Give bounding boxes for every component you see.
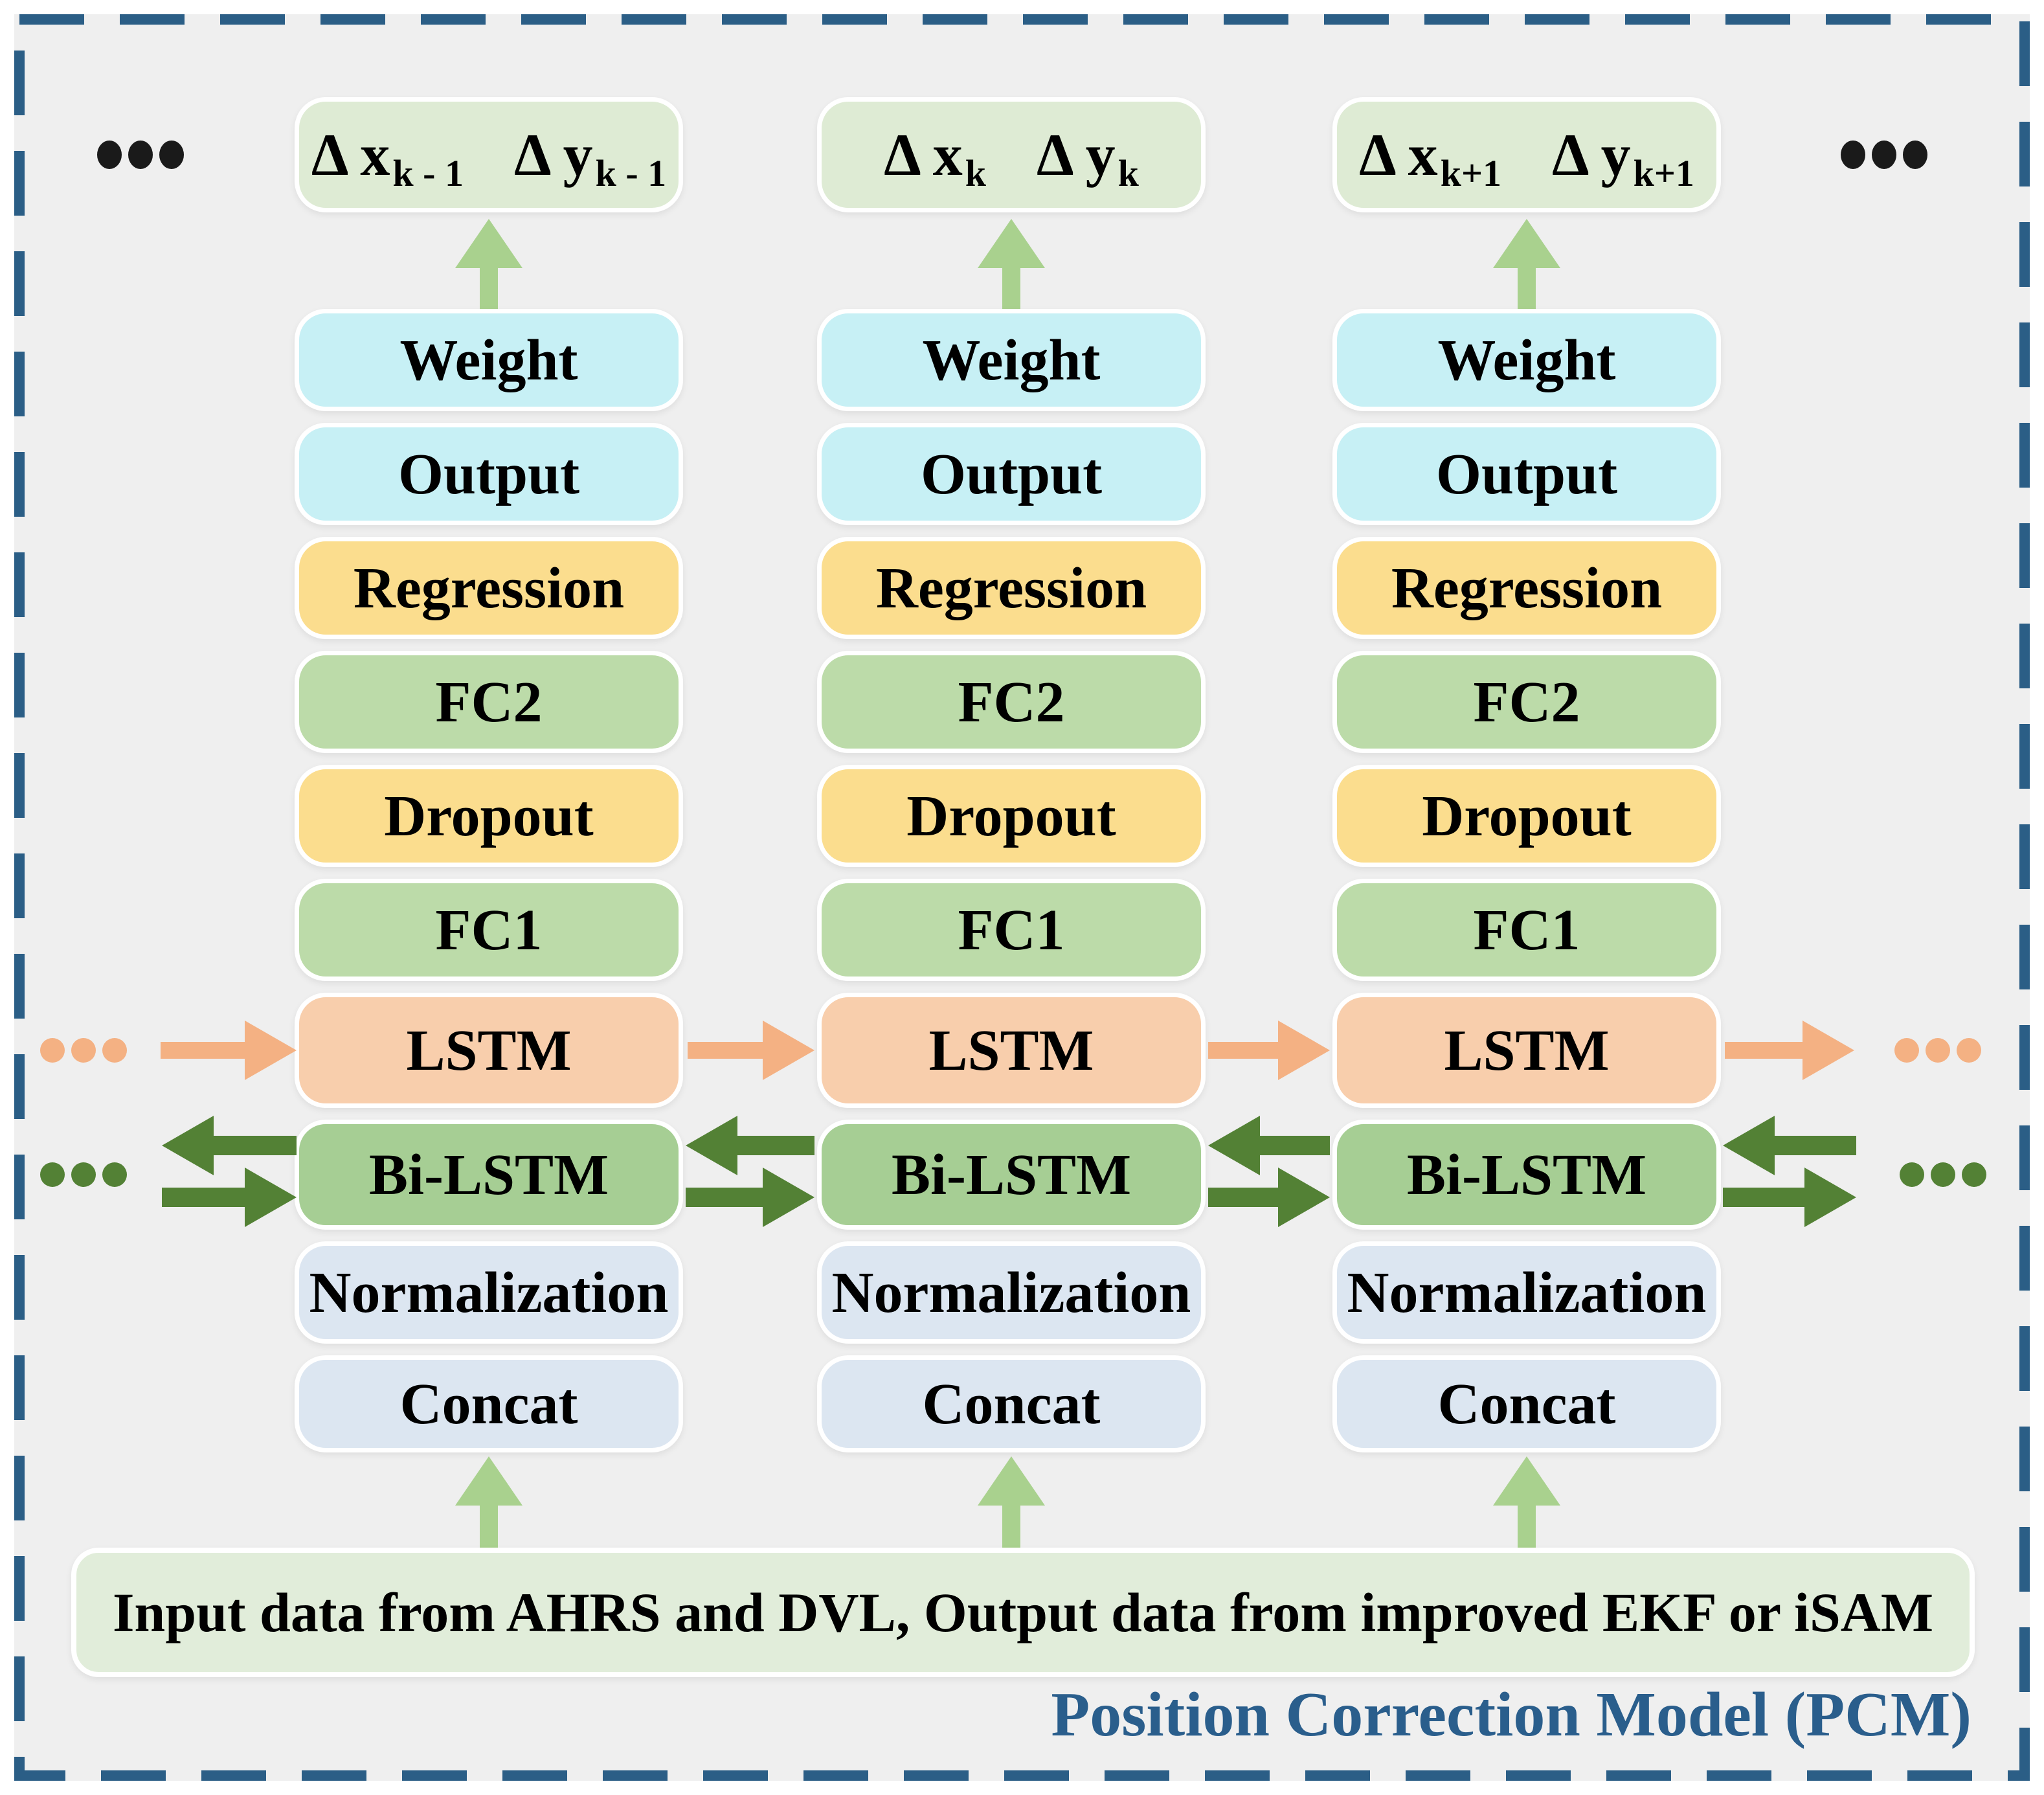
- delta-y-label: Δ y: [1037, 122, 1116, 188]
- delta-y-label: Δ y: [1552, 122, 1631, 188]
- layer-fc1-col3: FC1: [1332, 879, 1721, 981]
- layer-regression-col3: Regression: [1332, 537, 1721, 639]
- backward-arrow-bilstm-gap2: [1208, 1114, 1330, 1177]
- layer-weight-col2: Weight: [817, 309, 1206, 411]
- input-data-label: Input data from AHRS and DVL, Output dat…: [112, 1581, 1934, 1643]
- layer-regression-col2: Regression: [817, 537, 1206, 639]
- forward-arrow-bilstm-gap2: [1208, 1166, 1330, 1228]
- forward-arrow-bilstm-left: [162, 1166, 297, 1228]
- up-arrow-bottom-col3: [1493, 1456, 1560, 1550]
- ellipsis-lstm-right-icon: [1894, 1038, 1981, 1063]
- layer-fc2-col2: FC2: [817, 651, 1206, 753]
- forward-arrow-bilstm-gap1: [686, 1166, 814, 1228]
- layer-normalization-col3: Normalization: [1332, 1241, 1721, 1344]
- layer-lstm-col2: LSTM: [817, 993, 1206, 1108]
- layer-lstm-col3: LSTM: [1332, 993, 1721, 1108]
- ellipsis-top-right-icon: [1841, 141, 1927, 169]
- backward-arrow-bilstm-right: [1723, 1114, 1856, 1177]
- up-arrow-bottom-col1: [455, 1456, 522, 1550]
- layer-fc2-col1: FC2: [295, 651, 683, 753]
- layer-weight-col1: Weight: [295, 309, 683, 411]
- layer-output-col1: Output: [295, 423, 683, 525]
- layer-concat-col2: Concat: [817, 1355, 1206, 1452]
- layer-output-col2: Output: [817, 423, 1206, 525]
- layer-lstm-col1: LSTM: [295, 993, 683, 1108]
- ellipsis-bilstm-left-icon: [40, 1162, 127, 1187]
- backward-arrow-bilstm-gap1: [686, 1114, 814, 1177]
- layer-dropout-col2: Dropout: [817, 765, 1206, 867]
- delta-x-label: Δ x: [884, 122, 963, 188]
- up-arrow-bottom-col2: [978, 1456, 1045, 1550]
- layer-concat-col1: Concat: [295, 1355, 683, 1452]
- forward-arrow-lstm-gap2: [1208, 1021, 1330, 1080]
- ellipsis-lstm-left-icon: [40, 1038, 127, 1063]
- page-title: Position Correction Model (PCM): [1051, 1680, 1971, 1750]
- layer-fc1-col2: FC1: [817, 879, 1206, 981]
- layer-normalization-col2: Normalization: [817, 1241, 1206, 1344]
- up-arrow-top-col3: [1493, 219, 1560, 311]
- layer-normalization-col1: Normalization: [295, 1241, 683, 1344]
- layer-bilstm-col1: Bi-LSTM: [295, 1120, 683, 1230]
- forward-arrow-lstm-gap1: [688, 1021, 814, 1080]
- backward-arrow-bilstm-left: [162, 1114, 297, 1177]
- forward-arrow-lstm-right: [1725, 1021, 1854, 1080]
- ellipsis-bilstm-right-icon: [1900, 1162, 1986, 1187]
- delta-y-label: Δ y: [514, 122, 593, 188]
- layer-fc1-col1: FC1: [295, 879, 683, 981]
- delta-x-label: Δ x: [311, 122, 390, 188]
- layer-bilstm-col3: Bi-LSTM: [1332, 1120, 1721, 1230]
- up-arrow-top-col2: [978, 219, 1045, 311]
- layer-output-col3: Output: [1332, 423, 1721, 525]
- layer-fc2-col3: FC2: [1332, 651, 1721, 753]
- forward-arrow-bilstm-right: [1723, 1166, 1856, 1228]
- layer-dropout-col3: Dropout: [1332, 765, 1721, 867]
- forward-arrow-lstm-left: [161, 1021, 297, 1080]
- up-arrow-top-col1: [455, 219, 522, 311]
- layer-bilstm-col2: Bi-LSTM: [817, 1120, 1206, 1230]
- delta-x-label: Δ x: [1359, 122, 1438, 188]
- layer-concat-col3: Concat: [1332, 1355, 1721, 1452]
- layer-regression-col1: Regression: [295, 537, 683, 639]
- layer-dropout-col1: Dropout: [295, 765, 683, 867]
- input-data-box: Input data from AHRS and DVL, Output dat…: [71, 1548, 1975, 1677]
- ellipsis-top-left-icon: [97, 141, 184, 169]
- layer-weight-col3: Weight: [1332, 309, 1721, 411]
